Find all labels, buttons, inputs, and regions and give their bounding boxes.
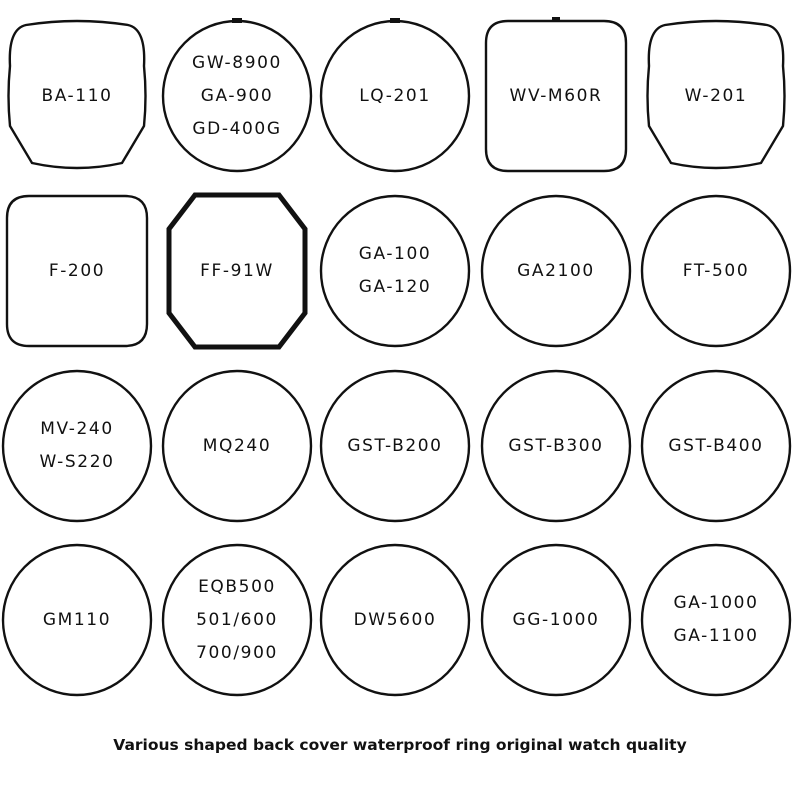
ring-label: EQB500 501/600 700/900 (162, 571, 312, 670)
ring-label-line: FT-500 (682, 260, 750, 281)
ring-label-line: BA-110 (41, 85, 113, 106)
ring-label-line: GST-B200 (347, 435, 443, 456)
ring-circle (640, 194, 792, 348)
ring-label-line: WV-M60R (509, 85, 603, 106)
ring-circle (480, 194, 632, 348)
ring-label-line: GA2100 (517, 260, 595, 281)
ring-label-line: W-S220 (39, 452, 115, 472)
ring-barrel (7, 19, 147, 170)
ring-label-line: 501/600 (196, 609, 278, 630)
ring-label: GG-1000 (481, 604, 631, 637)
ring-label-line: F-200 (48, 260, 106, 281)
ring-label: DW5600 (320, 604, 470, 637)
ring-label-line: LQ-201 (359, 85, 431, 106)
ring-label: GST-B400 (641, 430, 791, 463)
ring-label-line: GM110 (42, 609, 112, 630)
ring-notch (232, 18, 242, 23)
ring-tab (552, 17, 560, 21)
ring-circle (319, 543, 471, 697)
ring-circle (319, 369, 471, 523)
ring-label: F-200 (2, 255, 152, 288)
ring-label-line: GA-120 (358, 277, 432, 297)
ring-label-line: W-201 (684, 85, 748, 106)
ring-rounded-square (5, 194, 149, 348)
ring-label-line: FF-91W (200, 260, 274, 281)
ring-label-line: GG-1000 (512, 609, 600, 630)
ring-notch (390, 18, 400, 23)
ring-circle (480, 369, 632, 523)
ring-circle (480, 543, 632, 697)
ring-label-line: GST-B300 (508, 435, 604, 456)
ring-label-line: EQB500 (198, 576, 276, 597)
ring-circle (640, 543, 792, 697)
ring-circle (1, 543, 153, 697)
ring-circle (319, 194, 471, 348)
ring-label: W-201 (641, 80, 791, 113)
ring-rounded-square-tab (484, 19, 628, 173)
ring-barrel (646, 19, 786, 170)
ring-label-line: GW-8900 (192, 52, 282, 73)
ring-label-line: GA-1000 (673, 593, 759, 613)
ring-circle (640, 369, 792, 523)
caption: Various shaped back cover waterproof rin… (113, 736, 687, 754)
ring-label-line: GA-1100 (673, 626, 759, 646)
ring-label: FT-500 (641, 255, 791, 288)
ring-label: GM110 (2, 604, 152, 637)
ring-thick-octagon (166, 192, 308, 350)
ring-label: LQ-201 (320, 80, 470, 113)
ring-label: GST-B300 (481, 430, 631, 463)
ring-label: GA2100 (481, 255, 631, 288)
ring-label-line: MV-240 (40, 419, 114, 439)
ring-circle (161, 543, 313, 697)
ring-label-line: GA-100 (358, 244, 432, 264)
ring-label-line: GST-B400 (668, 435, 764, 456)
ring-label-line: GD-400G (192, 118, 282, 139)
ring-label: FF-91W (162, 255, 312, 288)
ring-label-line: DW5600 (353, 609, 437, 630)
ring-label: MQ240 (162, 430, 312, 463)
ring-label: WV-M60R (481, 80, 631, 113)
ring-label-line: 700/900 (196, 642, 278, 663)
ring-label: GST-B200 (320, 430, 470, 463)
ring-label-line: GA-900 (200, 85, 274, 106)
ring-label-line: MQ240 (202, 435, 272, 456)
ring-circle (161, 369, 313, 523)
ring-label: BA-110 (2, 80, 152, 113)
ring-circle (1, 369, 153, 523)
